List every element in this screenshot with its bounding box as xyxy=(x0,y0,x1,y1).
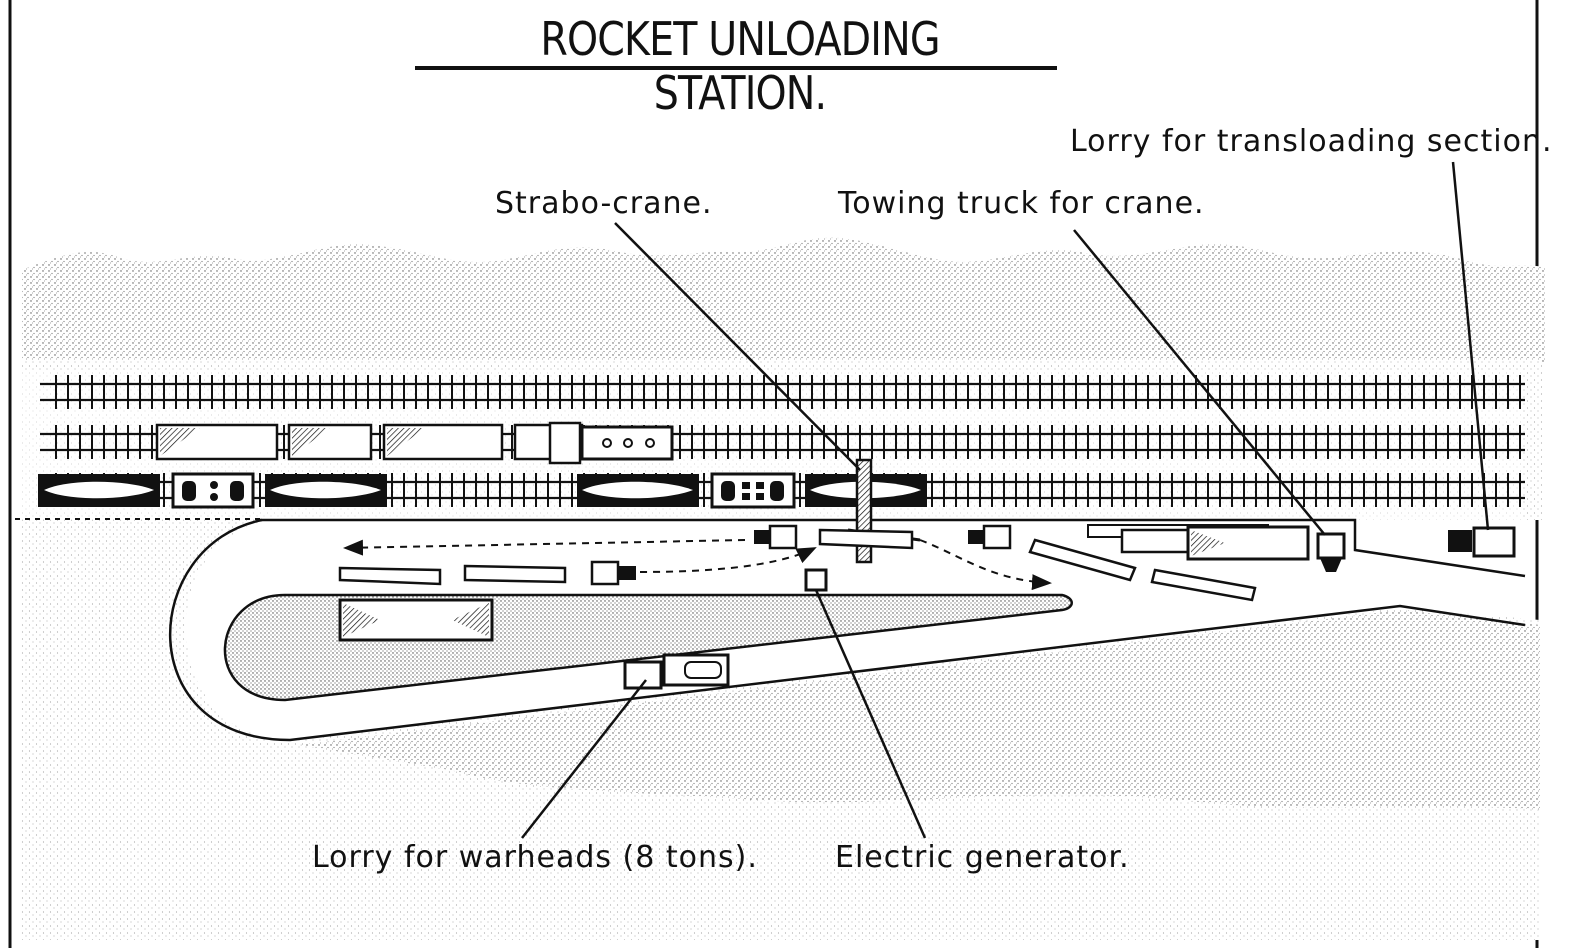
leader-lorry-transloading xyxy=(1451,161,1490,531)
trailer-convoy xyxy=(338,560,636,586)
shed-roof-shading xyxy=(1191,530,1225,556)
leader-strabo-crane xyxy=(614,222,861,471)
rocket-trailer xyxy=(1150,568,1257,602)
leader-electric-generator xyxy=(814,589,927,839)
truck-cab xyxy=(623,660,663,690)
hills-background xyxy=(22,237,1545,362)
truck-cab xyxy=(618,566,636,580)
vehicles-crane-area xyxy=(754,524,1257,602)
route-arrow-west xyxy=(343,539,746,556)
rocket xyxy=(270,481,381,499)
label-towing-truck: Towing truck for crane. xyxy=(838,186,1205,221)
truck-cab xyxy=(968,530,984,544)
buildings xyxy=(338,524,1310,642)
wagon-shading xyxy=(292,428,330,456)
warhead-box xyxy=(182,481,196,501)
warhead-load xyxy=(684,661,722,679)
generator-box xyxy=(804,568,828,592)
ground-dense-stipple xyxy=(300,610,1540,810)
warhead-cap xyxy=(756,493,764,500)
warhead-cap xyxy=(210,493,218,501)
leader-towing-truck xyxy=(1073,229,1326,536)
towing-truck-vehicle xyxy=(1316,532,1346,572)
wagon-row-middle xyxy=(155,421,674,465)
electric-generator-vehicle xyxy=(804,568,828,592)
wagon-shading xyxy=(160,428,200,456)
rocket-trailer xyxy=(338,566,442,586)
warhead-box xyxy=(770,481,784,501)
truck-body xyxy=(1472,526,1516,558)
rocket-trailer xyxy=(463,564,567,584)
truck-body xyxy=(982,524,1012,550)
route-arrow-crane xyxy=(639,547,817,573)
warhead-cap xyxy=(742,482,750,489)
generator-wagon xyxy=(580,425,674,461)
wagon-row-lower xyxy=(38,472,927,509)
wagon-port xyxy=(645,438,655,448)
truck-cab xyxy=(1448,530,1472,552)
transloading-shed xyxy=(1120,528,1194,554)
shed-roof-shading xyxy=(452,603,489,637)
warhead-cap xyxy=(210,481,218,489)
warhead-box xyxy=(230,481,244,501)
rocket xyxy=(44,481,154,499)
label-strabo-crane: Strabo-crane. xyxy=(495,186,713,221)
title-underline xyxy=(415,66,1057,70)
shed-roof-shading xyxy=(343,603,380,637)
lorry-warheads-vehicle xyxy=(623,653,730,690)
rocket-trailer xyxy=(818,528,914,550)
truck-cab xyxy=(754,530,770,544)
route-arrow-east xyxy=(919,539,1052,591)
wagon-cab xyxy=(548,421,582,465)
warhead-cap xyxy=(742,493,750,500)
leader-lorry-warheads xyxy=(521,679,647,839)
rocket xyxy=(582,481,693,499)
truck-body xyxy=(768,524,798,550)
lorry-transloading-vehicle xyxy=(1448,526,1516,558)
wagon-port xyxy=(602,438,612,448)
label-lorry-transloading: Lorry for transloading section. xyxy=(1070,124,1553,159)
truck-base xyxy=(1320,558,1342,572)
truck-body xyxy=(1316,532,1346,560)
wagon-port xyxy=(623,438,633,448)
warhead-box xyxy=(721,481,735,501)
label-electric-generator: Electric generator. xyxy=(835,840,1130,875)
label-lorry-warheads: Lorry for warheads (8 tons). xyxy=(312,840,758,875)
page-title: ROCKET UNLOADING STATION. xyxy=(540,12,940,120)
wagon-shading xyxy=(387,428,425,456)
warhead-cap xyxy=(756,482,764,489)
rocket-trailer xyxy=(1028,538,1137,582)
road-loop-outer xyxy=(169,518,1526,742)
road-loop xyxy=(260,518,1526,578)
truck-body xyxy=(590,560,620,586)
